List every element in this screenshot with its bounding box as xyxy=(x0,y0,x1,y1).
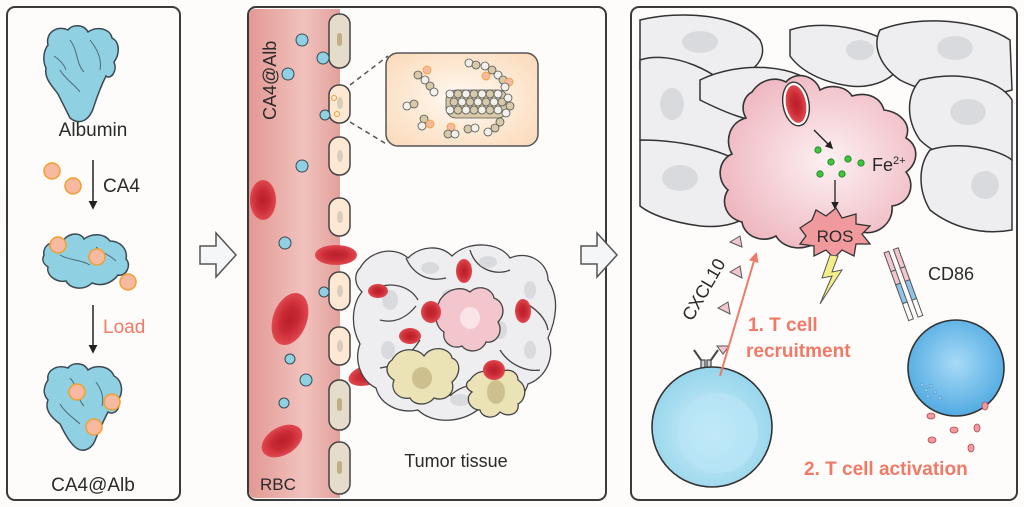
ca4-alb-label: CA4@Alb xyxy=(51,475,135,496)
rbc-icon xyxy=(315,245,357,265)
microtubule-bundle xyxy=(445,89,515,119)
rbc-icon xyxy=(250,180,276,220)
ros-burst-icon xyxy=(798,207,872,259)
rbc-icon xyxy=(271,292,309,346)
panel-immune-activation: Fe2+ ROS CXCL10 1. T cell recruitment xyxy=(630,6,1018,501)
endothelial-nuclei xyxy=(337,97,343,352)
next-step-arrow-icon xyxy=(580,231,619,279)
panel-albumin-loading: Albumin CA4 Load CA4@Alb xyxy=(6,6,181,501)
ca4-albumin-complex-icon xyxy=(43,363,123,451)
iron-ions xyxy=(814,146,865,178)
cxcl10-chemokines xyxy=(716,235,743,355)
tumor-tissue-cluster xyxy=(352,244,557,421)
blood-vessel xyxy=(249,9,340,498)
ca4-molecule-icon xyxy=(64,177,82,195)
rbc-icon xyxy=(261,424,303,458)
step1-label-line2: recruitment xyxy=(746,341,851,362)
ros-label: ROS xyxy=(817,227,854,246)
granules xyxy=(919,382,943,401)
tumor-cell-nuclei xyxy=(660,31,999,199)
load-label: Load xyxy=(103,317,145,338)
step2-label: 2. T cell activation xyxy=(804,459,968,480)
t-cell-nucleus xyxy=(678,393,758,473)
panel-tumor-delivery: CA4@Alb RBC xyxy=(247,6,607,501)
tumor-tissue-label: Tumor tissue xyxy=(404,451,507,471)
cd86-label: CD86 xyxy=(928,264,974,284)
vessel-ca4-alb-label: CA4@Alb xyxy=(260,41,280,120)
inset-guide-line xyxy=(349,121,389,146)
degradation-arrow-icon xyxy=(813,129,834,150)
albumin-protein-icon xyxy=(43,25,119,123)
ca4-alb-nanoparticles xyxy=(278,33,331,409)
next-step-arrow-icon xyxy=(199,231,238,279)
step1-label-line1: 1. T cell xyxy=(748,315,818,336)
ca4-label: CA4 xyxy=(103,176,140,197)
recruitment-arrow-icon xyxy=(719,252,759,377)
activated-t-cell-icon xyxy=(907,319,1005,417)
lightning-icon xyxy=(819,254,844,305)
microtubule-inset xyxy=(385,52,539,147)
cytokines xyxy=(926,401,989,453)
inset-guide-line xyxy=(349,55,389,86)
rbc-icon xyxy=(785,85,807,123)
macrophage-cell xyxy=(719,74,917,249)
rbc-label: RBC xyxy=(260,475,296,494)
ca4-molecule-icon xyxy=(43,162,61,180)
cd86-cd28-receptor-icon xyxy=(883,247,924,322)
albumin-label: Albumin xyxy=(59,120,128,141)
iron-label: Fe2+ xyxy=(872,155,906,175)
albumin-with-ca4-icon xyxy=(42,233,137,291)
